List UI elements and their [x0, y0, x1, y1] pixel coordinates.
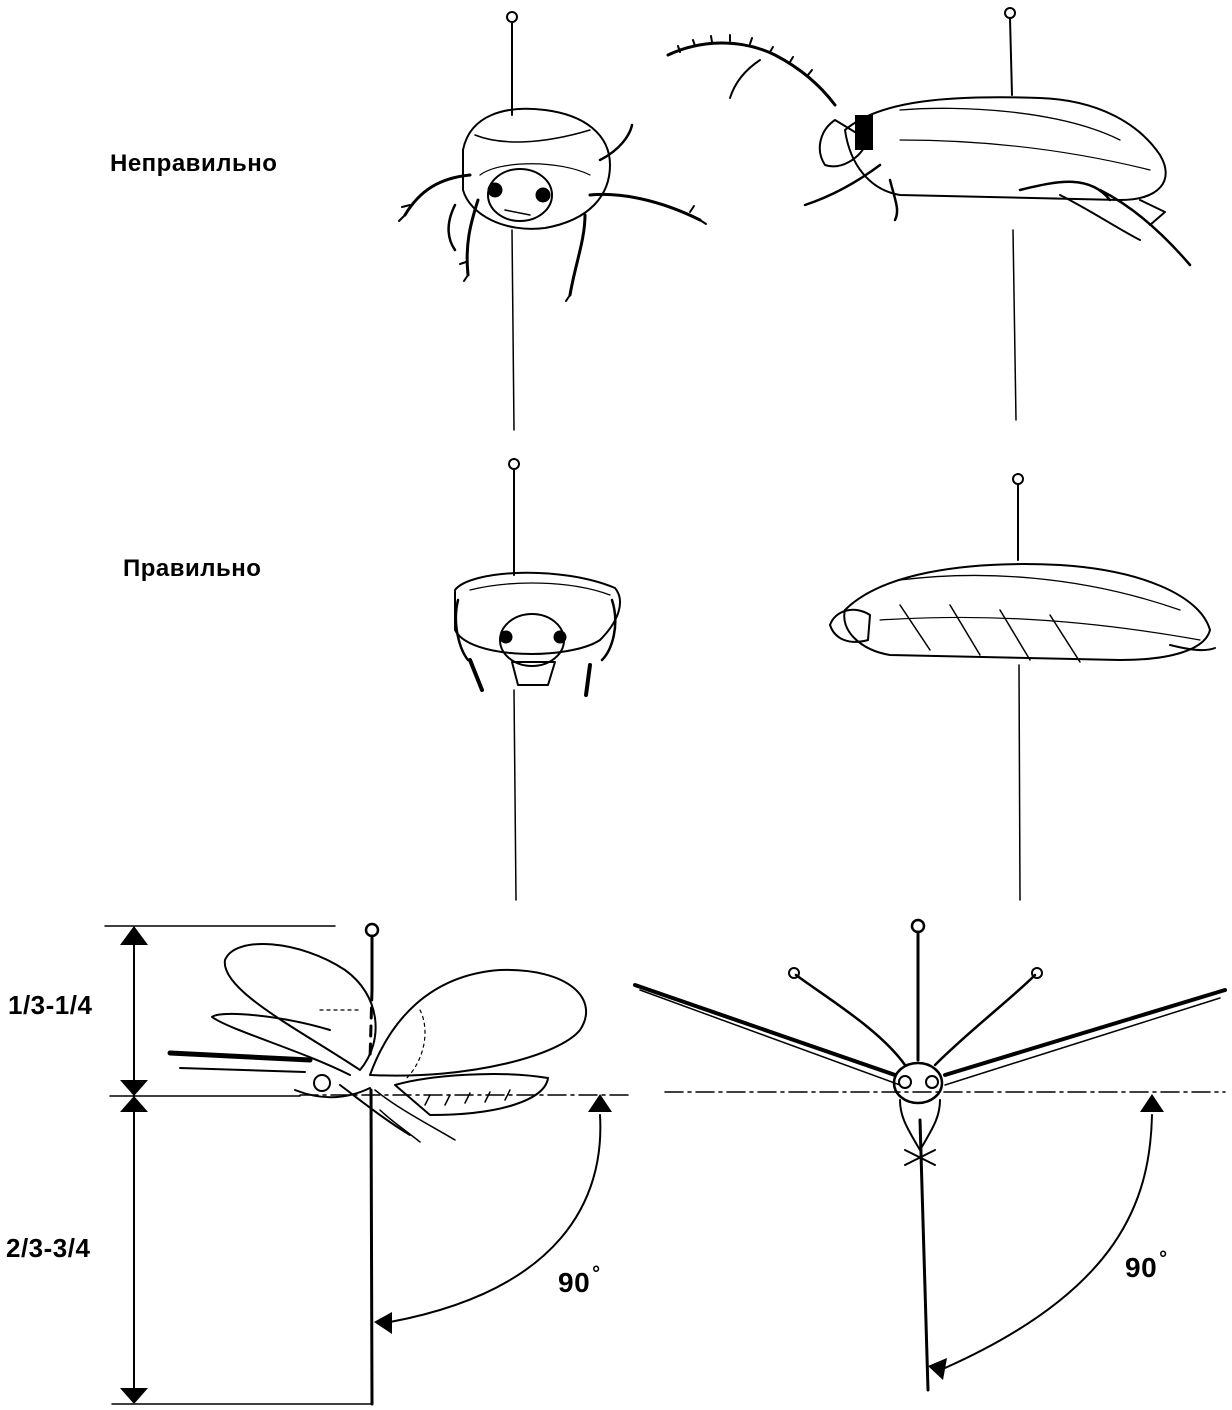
beetle-side-wrong: [668, 8, 1190, 420]
angle-right-unit: °: [1159, 1248, 1168, 1270]
dimension-upper-label: 1/3-1/4: [8, 990, 92, 1021]
label-wrong: Неправильно: [110, 150, 277, 178]
angle-left-unit: °: [592, 1263, 601, 1285]
angle-left-value: 90: [558, 1267, 590, 1298]
label-right: Правильно: [123, 555, 261, 583]
angle-right-label: 90°: [1125, 1248, 1168, 1284]
dimension-lower-label: 2/3-3/4: [6, 1233, 90, 1264]
beetle-front-wrong: [399, 12, 706, 430]
dimension-line: [105, 926, 372, 1404]
beetle-front-right: [455, 459, 620, 900]
angle-right-value: 90: [1125, 1252, 1157, 1283]
butterfly-front-view: [635, 920, 1225, 1390]
angle-left-label: 90°: [558, 1263, 601, 1299]
beetle-side-right: [830, 474, 1215, 900]
butterfly-side-view: [170, 924, 630, 1404]
